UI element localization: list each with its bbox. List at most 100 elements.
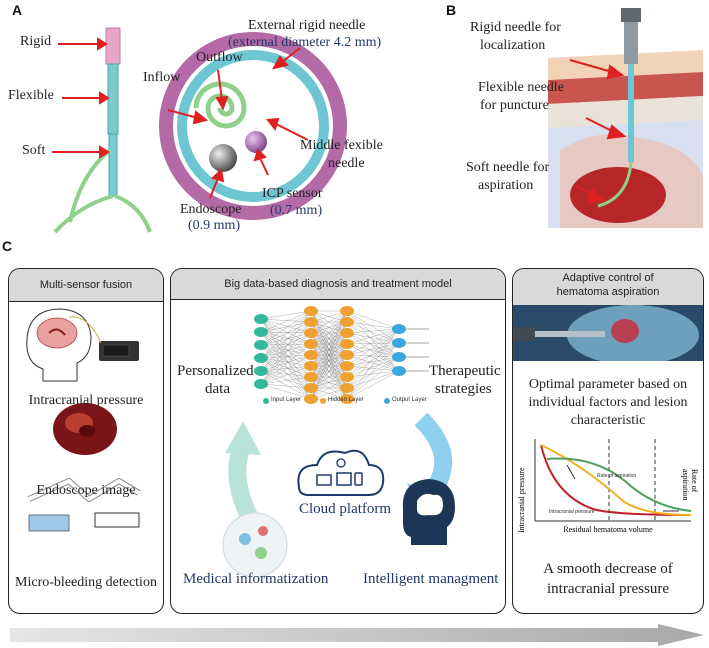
nn-edge bbox=[346, 328, 400, 367]
plot-ylabel: Intracranial pressure bbox=[517, 467, 526, 533]
middle-needle-label-1: Middle fexible bbox=[300, 138, 383, 153]
nn-edge bbox=[346, 332, 400, 358]
icp-size-label: (0.7 mm) bbox=[270, 203, 323, 218]
nn-edge bbox=[346, 310, 400, 344]
rigid-needle-label-1: Rigid needle for bbox=[470, 20, 561, 35]
hidden-node bbox=[340, 306, 354, 316]
nn-edge bbox=[260, 331, 312, 345]
medical-informatization-text: Medical informatization bbox=[183, 571, 329, 587]
nn-edge bbox=[346, 356, 400, 389]
endoscope-label: Endoscope bbox=[180, 202, 242, 217]
legend-input-dot bbox=[263, 398, 269, 404]
personalized-text-2: data bbox=[205, 381, 230, 397]
nn-edge bbox=[310, 354, 348, 400]
nn-edge bbox=[346, 356, 400, 378]
soft-needle-b bbox=[597, 161, 633, 208]
soft-needle-label-2: aspiration bbox=[478, 178, 534, 193]
brain-cross-section-illustration bbox=[548, 8, 703, 228]
panel-a-b-graphics bbox=[52, 8, 703, 234]
endoscope-ball bbox=[209, 144, 237, 172]
input-node bbox=[254, 314, 268, 324]
nn-edge bbox=[260, 343, 312, 346]
inflow-label: Inflow bbox=[143, 70, 181, 85]
nn-edge bbox=[260, 343, 312, 385]
nn-edge bbox=[346, 342, 400, 356]
nn-edge bbox=[260, 310, 312, 372]
nn-edge bbox=[346, 370, 400, 400]
sensor-illustrations bbox=[26, 308, 141, 532]
soft-needle-lower-segment bbox=[108, 133, 118, 197]
adaptive-header-line-2: hematoma aspiration bbox=[556, 286, 660, 298]
nn-edge bbox=[346, 356, 400, 400]
hidden-node bbox=[340, 350, 354, 360]
nn-edge bbox=[346, 310, 400, 358]
nn-edge bbox=[346, 321, 400, 344]
nn-edge bbox=[260, 318, 312, 367]
hidden-node bbox=[304, 394, 318, 404]
nn-edge bbox=[260, 318, 312, 378]
nn-edge bbox=[260, 318, 312, 356]
multi-sensor-fusion-box: Multi-sensor fusion Intracranial pressur… bbox=[8, 268, 164, 614]
brain-render-image bbox=[513, 305, 703, 361]
nn-edge bbox=[260, 318, 312, 323]
nn-edge bbox=[260, 310, 312, 333]
phone-icon bbox=[354, 472, 363, 486]
nn-edge bbox=[260, 343, 312, 359]
soft-tube-right bbox=[114, 194, 152, 233]
nn-edge bbox=[346, 365, 400, 372]
legend-output-dot bbox=[384, 398, 390, 404]
laptop-icon bbox=[316, 474, 332, 486]
adaptive-control-header: Adaptive control of hematoma aspiration bbox=[513, 269, 703, 306]
panel-b-letter: B bbox=[446, 2, 457, 18]
nn-edge bbox=[260, 354, 312, 372]
output-node bbox=[392, 338, 406, 348]
input-node bbox=[254, 366, 268, 376]
input-node bbox=[254, 379, 268, 389]
personalized-text-1: Personalized bbox=[177, 363, 254, 379]
nn-edge bbox=[260, 332, 312, 359]
rigid-needle-segment bbox=[105, 27, 121, 65]
icp-text: Intracranial pressure bbox=[28, 393, 144, 408]
nn-edge bbox=[346, 342, 400, 400]
nn-edge bbox=[260, 310, 312, 346]
nn-edge bbox=[260, 332, 312, 346]
nn-edge bbox=[310, 310, 348, 400]
nn-edge bbox=[346, 310, 400, 372]
workflow-direction-arrow bbox=[10, 624, 704, 646]
nn-edge bbox=[346, 354, 400, 358]
hidden-node bbox=[340, 372, 354, 382]
nn-edge bbox=[260, 354, 312, 385]
input-node bbox=[254, 340, 268, 350]
optimal-text-1: Optimal parameter based on bbox=[528, 377, 688, 392]
yellow-curve bbox=[540, 444, 692, 516]
optimal-text-2: individual factors and lesion bbox=[528, 395, 688, 410]
nn-edge bbox=[346, 328, 400, 356]
search-icon bbox=[336, 458, 346, 468]
flexible-label: Flexible bbox=[8, 88, 54, 103]
nn-edge bbox=[260, 331, 312, 334]
rigid-needle-b bbox=[624, 20, 638, 64]
input-node bbox=[254, 353, 268, 363]
nn-edge bbox=[346, 342, 400, 345]
nn-edge bbox=[260, 321, 312, 385]
nn-edge bbox=[346, 342, 400, 367]
nn-edge bbox=[346, 328, 400, 345]
hidden-node bbox=[304, 372, 318, 382]
output-node bbox=[392, 324, 406, 334]
pressure-curve-plot: Rate of aspiration Intracranial pressure bbox=[534, 439, 692, 522]
nn-edge bbox=[346, 328, 400, 334]
nn-edge bbox=[346, 328, 400, 400]
hidden-node bbox=[340, 317, 354, 327]
multi-sensor-header: Multi-sensor fusion bbox=[9, 269, 163, 302]
flexible-needle-b bbox=[628, 64, 634, 162]
nn-edge bbox=[260, 370, 312, 400]
legend-hidden-label: Hidden Layer bbox=[328, 397, 364, 403]
therapeutic-text-1: Therapeutic bbox=[429, 363, 501, 379]
outflow-label: Outflow bbox=[196, 50, 243, 65]
neural-network-diagram bbox=[222, 306, 455, 578]
nn-edge bbox=[260, 310, 312, 385]
rigid-label: Rigid bbox=[20, 34, 52, 49]
external-diameter-label: (external diameter 4.2 mm) bbox=[228, 35, 382, 50]
nn-edge bbox=[260, 331, 312, 367]
nn-edge bbox=[260, 318, 312, 389]
